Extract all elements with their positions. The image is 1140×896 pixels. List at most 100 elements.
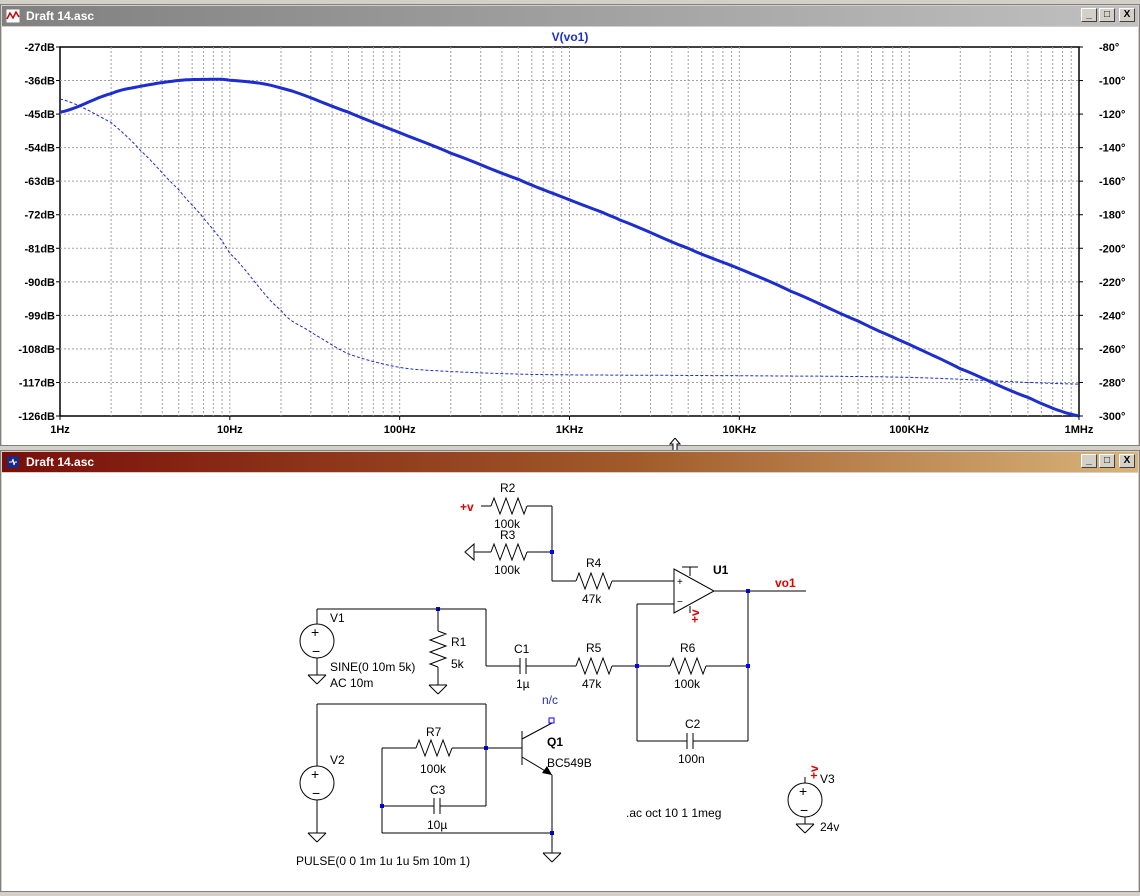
x-tick-label: 100KHz [889,424,929,436]
c1-ref: C1 [514,642,530,656]
r2-value: 100k [494,517,521,531]
svg-text:−: − [312,785,320,801]
maximize-button[interactable]: □ [1099,8,1115,22]
plot-marks [59,77,1080,418]
r7-ref: R7 [426,725,442,739]
ground-icon [464,542,475,562]
net-label-v3-supply[interactable]: +v [807,765,821,779]
magnitude-trace [59,77,1080,418]
schematic-drawing[interactable]: +v R2 100k R3 100k R4 47k [2,473,1138,891]
plot-area[interactable]: -27dB-36dB-45dB-54dB-63dB-72dB-81dB-90dB… [2,27,1138,445]
r7-value: 100k [420,762,447,776]
x-tick-label: 1KHz [556,424,584,436]
capacitor-c3[interactable] [382,798,486,814]
voltage-source-v1[interactable]: + − [299,608,438,685]
svg-text:−: − [677,597,683,608]
y-tick-label-right: -260° [1099,344,1125,356]
y-tick-label-right: -280° [1099,377,1125,389]
y-tick-label-left: -45dB [24,109,55,121]
capacitor-c1[interactable] [486,658,576,674]
v1-value: SINE(0 10m 5k) [330,660,415,674]
q1-ref: Q1 [547,735,563,749]
y-tick-label-right: -160° [1099,176,1125,188]
y-tick-label-right: -200° [1099,243,1125,255]
plot-window-titlebar[interactable]: Draft 14.asc _ □ X [2,6,1138,26]
x-tick-label: 1MHz [1065,424,1094,436]
c2-value: 100n [678,752,705,766]
close-button[interactable]: X [1119,8,1135,22]
voltage-source-v3[interactable]: + − [787,777,823,834]
plot-window[interactable]: Draft 14.asc _ □ X -27dB-36dB-45dB-54dB-… [0,4,1140,446]
schematic-canvas[interactable]: +v R2 100k R3 100k R4 47k [2,473,1138,891]
r4-value: 47k [582,592,602,606]
resistor-r5[interactable] [575,656,637,676]
y-tick-label-right: -220° [1099,277,1125,289]
net-label-opamp-supply[interactable]: +v [688,609,702,623]
net-label-plus-v[interactable]: +v [460,500,474,514]
resistor-r7[interactable] [382,738,486,758]
minimize-button[interactable]: _ [1081,8,1097,22]
svg-text:+: + [677,577,683,588]
schematic-icon [7,456,19,468]
tick-labels: -27dB-36dB-45dB-54dB-63dB-72dB-81dB-90dB… [18,42,1125,436]
v1-ref: V1 [330,611,345,625]
capacitor-c2[interactable] [637,733,748,749]
u1-ref: U1 [713,563,729,577]
c1-value: 1µ [516,677,530,691]
close-button[interactable]: X [1119,454,1135,468]
y-tick-label-right: -180° [1099,210,1125,222]
maximize-button[interactable]: □ [1099,454,1115,468]
minimize-button[interactable]: _ [1081,454,1097,468]
net-label-nc[interactable]: n/c [542,693,558,707]
r4-ref: R4 [586,556,602,570]
net-label-vo1[interactable]: vo1 [775,576,796,590]
y-tick-label-left: -54dB [24,143,55,155]
y-tick-label-left: -126dB [18,411,55,423]
r6-value: 100k [674,677,701,691]
v1-ac: AC 10m [330,676,373,690]
plot-window-title: Draft 14.asc [26,9,95,23]
x-tick-label: 10Hz [217,424,243,436]
svg-text:−: − [312,643,320,659]
r5-ref: R5 [586,641,602,655]
spice-directive[interactable]: .ac oct 10 1 1meg [626,806,721,820]
y-tick-label-left: -99dB [24,310,55,322]
svg-text:+: + [799,783,807,799]
plot-title[interactable]: V(vo1) [552,30,589,44]
c2-ref: C2 [685,717,701,731]
resistor-r1[interactable] [428,609,448,695]
q1-value: BC549B [547,756,592,770]
bode-plot[interactable]: -27dB-36dB-45dB-54dB-63dB-72dB-81dB-90dB… [2,27,1138,445]
y-tick-label-left: -72dB [24,210,55,222]
y-tick-label-left: -90dB [24,277,55,289]
r6-ref: R6 [680,641,696,655]
y-tick-label-left: -63dB [24,176,55,188]
resistor-r2[interactable] [481,496,552,516]
resistor-r4[interactable] [552,571,674,591]
x-tick-label: 1Hz [50,424,70,436]
schematic-window-titlebar[interactable]: Draft 14.asc _ □ X [2,452,1138,472]
y-tick-label-left: -36dB [24,76,55,88]
y-tick-label-left: -81dB [24,243,55,255]
transistor-q1[interactable] [486,717,562,863]
y-tick-label-right: -80° [1099,42,1119,54]
y-tick-label-right: -240° [1099,310,1125,322]
x-tick-label: 100Hz [384,424,416,436]
r1-ref: R1 [451,635,467,649]
v2-ref: V2 [330,753,345,767]
y-tick-label-right: -300° [1099,411,1125,423]
voltage-source-v2[interactable]: + − [299,703,486,843]
resistor-r3[interactable] [464,542,552,562]
grid [60,47,1079,416]
v3-value: 24v [820,820,839,834]
r2-ref: R2 [500,481,516,495]
c3-value: 10µ [427,818,447,832]
svg-text:−: − [800,802,808,818]
schematic-window[interactable]: Draft 14.asc _ □ X +v R2 100k [0,450,1140,892]
y-tick-label-right: -140° [1099,143,1125,155]
opamp-u1[interactable]: + − [673,566,806,614]
y-tick-label-left: -108dB [18,344,55,356]
svg-text:+: + [311,624,319,640]
x-tick-label: 10KHz [723,424,757,436]
resistor-r6[interactable] [637,656,748,676]
